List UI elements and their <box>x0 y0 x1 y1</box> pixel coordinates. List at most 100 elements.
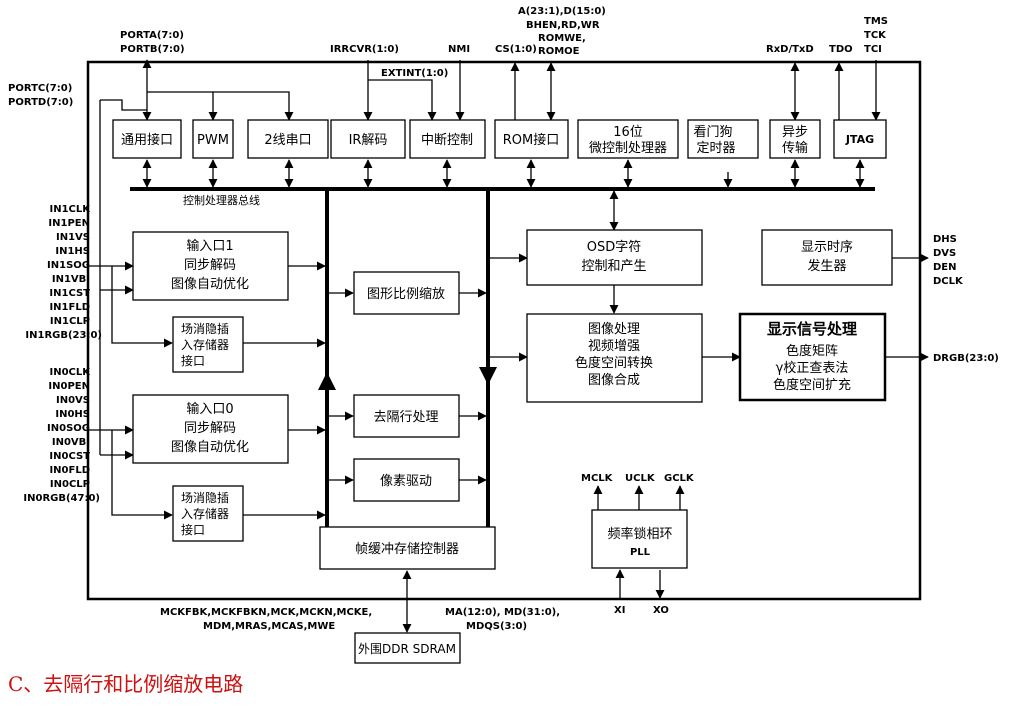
svg-text:IN0VS: IN0VS <box>56 395 90 406</box>
chip-boundary <box>86 60 922 601</box>
gpio-block <box>112 119 182 159</box>
ir-label: IR解码 <box>349 133 388 148</box>
jtag-block <box>833 119 887 159</box>
svg-text:外围DDR SDRAM: 外围DDR SDRAM <box>358 642 456 656</box>
svg-text:接口: 接口 <box>181 522 205 537</box>
svg-text:IN1VBI: IN1VBI <box>52 274 90 285</box>
mem-ctrl-signals-1: MCKFBK,MCKFBKN,MCK,MCKN,MCKE, <box>160 607 372 618</box>
display-sync-signals: DHS DVS DEN DCLK <box>933 234 964 287</box>
input-port-1-block <box>132 231 289 301</box>
display-timing-block <box>761 229 893 286</box>
fifo-1-block <box>172 316 244 373</box>
mem-data-signals-1: MA(12:0), MD(31:0), <box>445 607 560 618</box>
svg-text:IN1CLP: IN1CLP <box>50 316 90 327</box>
svg-text:IN0CST: IN0CST <box>49 451 90 462</box>
mem-ctrl-signals-2: MDM,MRAS,MCAS,MWE <box>203 621 335 632</box>
svg-text:图像合成: 图像合成 <box>588 373 640 388</box>
gpio-label: 通用接口 <box>121 132 173 148</box>
svg-text:IN0PEN: IN0PEN <box>48 381 90 392</box>
signal-addr-2: BHEN,RD,WR <box>526 20 600 31</box>
svg-text:IN1CST: IN1CST <box>49 288 90 299</box>
signal-uclk: UCLK <box>625 473 656 484</box>
watchdog-label-2: 定时器 <box>696 141 735 156</box>
interrupt-block <box>409 119 486 159</box>
mem-data-signals-2: MDQS(3:0) <box>466 621 527 632</box>
svg-text:IN0HS: IN0HS <box>55 409 90 420</box>
rom-block <box>494 119 569 159</box>
svg-text:DEN: DEN <box>933 262 957 273</box>
svg-text:场消隐插: 场消隐插 <box>181 322 229 336</box>
svg-text:图像自动优化: 图像自动优化 <box>171 277 249 292</box>
svg-text:DHS: DHS <box>933 234 957 245</box>
svg-text:IN1CLK: IN1CLK <box>49 204 91 215</box>
ir-block <box>330 119 406 159</box>
bus-label: 控制处理器总线 <box>183 193 260 207</box>
svg-text:DCLK: DCLK <box>933 276 964 287</box>
svg-text:入存储器: 入存储器 <box>181 337 229 352</box>
svg-text:视频增强: 视频增强 <box>588 339 640 354</box>
signal-tck: TCK <box>864 30 887 41</box>
svg-text:IN0RGB(47:0): IN0RGB(47:0) <box>23 493 100 504</box>
ddr-sdram-block <box>354 632 461 664</box>
svg-text:γ校正查表法: γ校正查表法 <box>776 360 849 376</box>
signal-drgb: DRGB(23:0) <box>933 353 999 364</box>
svg-text:发生器: 发生器 <box>807 258 846 274</box>
two-wire-block <box>247 119 329 159</box>
uart-block <box>769 119 821 159</box>
deinterlace-block <box>353 394 460 438</box>
uart-label-2: 传输 <box>782 140 808 156</box>
pll-block <box>591 509 688 569</box>
svg-text:像素驱动: 像素驱动 <box>380 474 432 489</box>
svg-text:IN1FLD: IN1FLD <box>49 302 90 313</box>
svg-text:图形比例缩放: 图形比例缩放 <box>367 286 445 302</box>
signal-portc: PORTC(7:0) <box>8 83 72 94</box>
svg-text:IN1SOG: IN1SOG <box>47 260 90 271</box>
image-processing-block <box>526 313 703 403</box>
svg-text:频率锁相环: 频率锁相环 <box>607 526 672 542</box>
pwm-label: PWM <box>197 133 229 148</box>
signal-extint: EXTINT(1:0) <box>381 68 448 79</box>
signal-gclk: GCLK <box>664 473 695 484</box>
signal-xi: XI <box>614 605 625 616</box>
svg-text:IN1PEN: IN1PEN <box>48 218 90 229</box>
osd-block <box>526 229 703 286</box>
svg-text:同步解码: 同步解码 <box>184 421 236 436</box>
signal-porta: PORTA(7:0) <box>120 30 184 41</box>
cpu-label-2: 微控制处理器 <box>589 141 667 156</box>
signal-nmi: NMI <box>448 44 470 55</box>
svg-text:去隔行处理: 去隔行处理 <box>373 410 438 425</box>
signal-xo: XO <box>653 605 669 616</box>
cpu-block <box>577 119 679 159</box>
svg-text:IN1VS: IN1VS <box>56 232 90 243</box>
rom-label: ROM接口 <box>503 132 559 148</box>
cpu-label-1: 16位 <box>613 125 643 140</box>
svg-text:IN0SOG: IN0SOG <box>47 423 90 434</box>
svg-text:IN0CLK: IN0CLK <box>49 367 91 378</box>
signal-rxd-txd: RxD/TxD <box>766 44 814 55</box>
svg-text:图像处理: 图像处理 <box>588 322 640 337</box>
signal-addr-4: ROMOE <box>538 46 580 57</box>
signal-mclk: MCLK <box>581 473 614 484</box>
svg-text:图像自动优化: 图像自动优化 <box>171 440 249 455</box>
signal-portd: PORTD(7:0) <box>8 97 73 108</box>
svg-text:色度矩阵: 色度矩阵 <box>786 343 838 359</box>
signal-tci: TCI <box>864 44 882 55</box>
svg-text:IN1RGB(23:0): IN1RGB(23:0) <box>25 330 102 341</box>
svg-text:输入口0: 输入口0 <box>186 401 233 417</box>
signal-addr-1: A(23:1),D(15:0) <box>518 6 606 17</box>
svg-text:同步解码: 同步解码 <box>184 258 236 273</box>
pwm-block <box>192 119 234 159</box>
signal-tdo: TDO <box>829 44 853 55</box>
svg-text:IN0VBI: IN0VBI <box>52 437 90 448</box>
svg-text:显示时序: 显示时序 <box>801 240 853 255</box>
in1-signals: IN1CLK IN1PEN IN1VS IN1HS IN1SOG IN1VBI … <box>25 204 102 341</box>
svg-text:输入口1: 输入口1 <box>186 238 233 254</box>
svg-text:IN0FLD: IN0FLD <box>49 465 90 476</box>
in0-signals: IN0CLK IN0PEN IN0VS IN0HS IN0SOG IN0VBI … <box>23 367 100 504</box>
svg-text:入存储器: 入存储器 <box>181 506 229 521</box>
svg-text:IN1HS: IN1HS <box>55 246 90 257</box>
watchdog-block <box>687 119 759 159</box>
signal-cs: CS(1:0) <box>495 44 537 55</box>
svg-text:IN0CLP: IN0CLP <box>50 479 90 490</box>
